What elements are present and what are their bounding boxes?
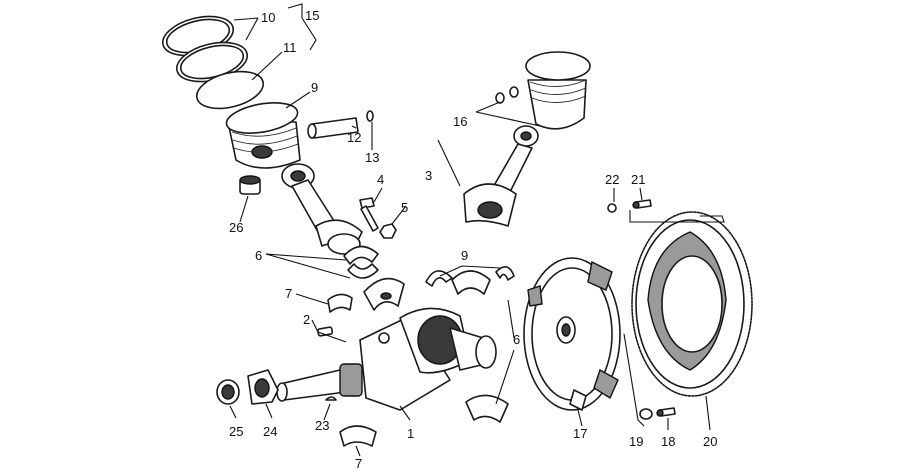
callout-14: 13 [365,150,379,165]
callout-12: 11 [283,40,297,55]
clutch-pressure-plate [523,257,621,411]
callout-17: 17 [573,426,587,441]
callout-6-right: 6 [513,332,520,347]
callout-24: 24 [263,424,277,439]
main-bearing-shells [425,266,515,295]
callout-23: 23 [315,418,329,433]
callout-25: 25 [229,424,243,439]
flywheel-bolts [607,199,676,420]
callout-7-upper: 7 [285,286,292,301]
callout-21: 21 [631,172,645,187]
flywheel-ring-gear [631,211,753,397]
callout-20: 20 [703,434,717,449]
connecting-rod-right [463,125,539,227]
piston-rings [161,15,265,110]
callout-15: 16 [453,114,467,129]
callout-13: 12 [347,130,361,145]
callout-1: 1 [407,426,414,441]
small-end-bushing [239,175,261,195]
main-bearing-shell-lower [465,394,509,423]
callout-18: 18 [661,434,675,449]
callout-16: 15 [305,8,319,23]
callout-7-lower: 7 [355,456,362,471]
timing-gear [247,369,279,405]
thrust-washer-upper [327,293,353,313]
callout-26: 26 [229,220,243,235]
thrust-washer-lower [339,425,377,447]
callout-4: 4 [377,172,384,187]
piston-right [495,51,591,130]
piston [225,102,301,169]
callout-6-left: 6 [255,248,262,263]
callout-10: 9 [311,80,318,95]
rod-bolt-and-nut [359,197,397,239]
woodruff-key [325,396,337,401]
callout-19: 19 [629,434,643,449]
oil-seal [216,379,240,405]
callout-labels: 10 15 11 9 12 13 26 4 5 6 7 2 3 16 9 6 1… [229,8,717,471]
callout-3: 3 [425,168,432,183]
leader-lines [229,3,725,457]
callout-11: 10 [261,10,275,25]
piston-pin [307,110,374,139]
callout-22: 22 [605,172,619,187]
callout-9: 9 [461,248,468,263]
big-end-bearing-shells [343,245,379,279]
rod-cap [363,277,405,311]
callout-2: 2 [303,312,310,327]
connecting-rod-left [281,163,363,255]
crankshaft [276,307,497,411]
callout-5: 5 [401,200,408,215]
